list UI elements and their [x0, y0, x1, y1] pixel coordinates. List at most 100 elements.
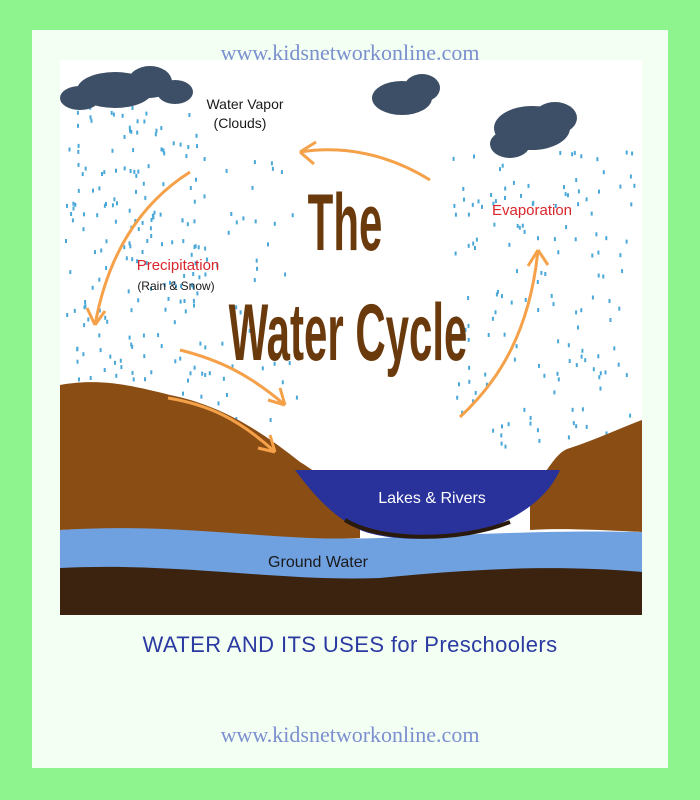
rain-drop — [115, 168, 117, 173]
rain-drop — [76, 110, 79, 115]
rain-drop — [116, 201, 118, 206]
rain-drop — [175, 284, 177, 289]
rain-drop — [131, 257, 134, 262]
rain-drop — [146, 239, 149, 243]
rain-drop — [179, 299, 182, 304]
rain-drop — [190, 252, 193, 257]
rain-drop — [185, 154, 188, 159]
rain-drop — [92, 188, 94, 193]
rain-drop — [537, 308, 540, 312]
rain-drop — [255, 258, 258, 263]
rain-drop — [520, 193, 522, 198]
rain-drop — [90, 118, 93, 123]
rain-drop — [193, 245, 196, 249]
rain-drop — [73, 308, 76, 313]
rain-drop — [87, 317, 90, 322]
label-precipitation: Precipitation — [137, 257, 220, 274]
rain-drop — [557, 377, 560, 382]
rain-drop — [123, 135, 126, 139]
land-right-hill — [530, 420, 642, 532]
rain-drop — [128, 241, 131, 246]
rain-drop — [150, 234, 153, 238]
rain-drop — [599, 386, 602, 391]
rain-drop — [128, 125, 131, 130]
rain-drop — [133, 169, 136, 174]
rain-drop — [153, 210, 156, 215]
rain-drop — [504, 444, 507, 449]
rain-drop — [239, 310, 242, 315]
rain-drop — [477, 199, 480, 204]
rain-drop — [592, 367, 595, 372]
rain-drop — [78, 377, 80, 382]
rain-drop — [251, 185, 254, 190]
rain-drop — [574, 237, 577, 242]
rain-drop — [467, 243, 470, 248]
rain-drop — [575, 310, 578, 315]
title-line-2: Water Cycle — [229, 287, 468, 377]
rain-drop — [508, 242, 511, 247]
rain-drop — [580, 154, 583, 159]
rain-drop — [284, 272, 287, 277]
rain-drop — [183, 299, 186, 303]
rain-drop — [71, 218, 74, 223]
rain-drop — [137, 298, 140, 303]
rain-drop — [94, 250, 96, 255]
rain-drop — [198, 275, 201, 280]
land-left-hill — [60, 382, 360, 539]
rain-drop — [543, 373, 546, 378]
rain-drop — [82, 227, 85, 232]
website-url-bottom[interactable]: www.kidsnetworkonline.com — [220, 722, 480, 747]
rain-drop — [144, 195, 147, 200]
arrow-right-up — [458, 249, 540, 419]
rain-drop — [105, 202, 107, 206]
rain-drop — [72, 201, 75, 206]
rain-drop — [484, 372, 487, 377]
rain-drop — [143, 354, 146, 359]
rain-drop — [281, 380, 284, 385]
rain-drop — [192, 272, 195, 276]
rain-drop — [273, 221, 276, 226]
rain-drop — [597, 273, 600, 278]
rain-drop — [160, 126, 163, 131]
rain-drop — [217, 401, 220, 406]
rain-drop — [91, 285, 94, 290]
rain-drop — [286, 355, 289, 359]
rain-drop — [163, 151, 166, 156]
rain-drop — [189, 371, 192, 376]
rain-drop — [76, 359, 79, 364]
rain-drop — [162, 182, 165, 187]
rain-drop — [187, 378, 189, 383]
ground-bottom — [60, 556, 642, 615]
rain-drop — [182, 239, 185, 244]
rain-drop — [580, 354, 583, 359]
rain-drop — [163, 282, 166, 287]
rain-drop — [510, 300, 513, 305]
rain-drop — [235, 305, 238, 310]
rain-drop — [291, 213, 294, 218]
rain-drop — [98, 308, 101, 313]
rain-drop — [103, 203, 106, 208]
rain-drop — [575, 178, 578, 183]
rain-drop — [159, 212, 162, 217]
rain-drop — [280, 170, 283, 175]
rain-drop — [204, 345, 207, 350]
rain-drop — [136, 119, 139, 124]
rain-drop — [230, 212, 233, 216]
rain-drop — [504, 186, 507, 191]
rain-drop — [193, 303, 195, 308]
rain-drop — [77, 162, 80, 167]
rain-drop — [105, 239, 108, 244]
label-evaporation: Evaporation — [492, 202, 572, 219]
rain-drop — [84, 166, 87, 171]
rain-drop — [557, 339, 560, 344]
rain-drop — [194, 244, 197, 249]
rain-drop — [77, 188, 80, 193]
rain-drop — [527, 183, 530, 188]
rain-drop — [567, 343, 570, 348]
rain-drop — [84, 304, 87, 309]
rain-drop — [98, 277, 101, 282]
rain-drop — [481, 204, 483, 209]
rain-drop — [111, 148, 114, 153]
rain-drop — [197, 245, 200, 250]
title-line-1: The — [308, 177, 383, 267]
